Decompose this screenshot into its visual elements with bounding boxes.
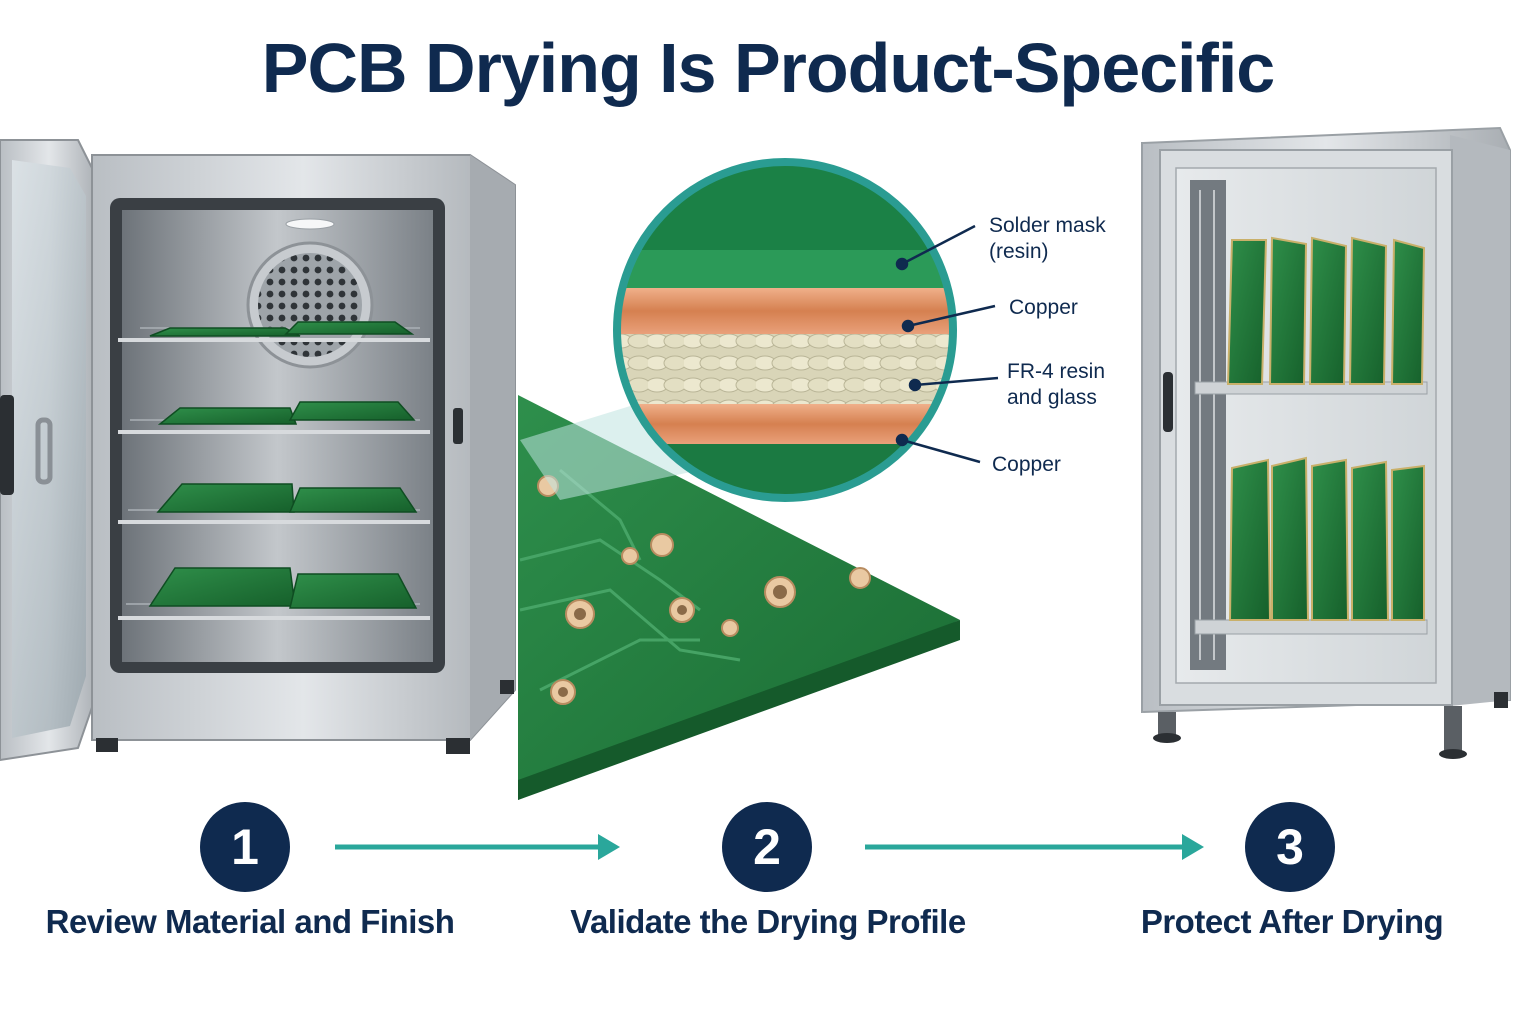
drying-oven (0, 139, 516, 762)
label-copper-top: Copper (1009, 296, 1078, 319)
step-arrow-2 (865, 834, 1204, 860)
storage-cabinet (1141, 126, 1511, 759)
page-title: PCB Drying Is Product-Specific (261, 29, 1275, 107)
pcb-board (518, 395, 960, 800)
step-arrow-1 (335, 834, 620, 860)
step-1-label: Review Material and Finish (45, 903, 455, 940)
step-3-circle: 3 (1245, 802, 1335, 892)
leader-lines (895, 224, 999, 464)
step-2-circle: 2 (722, 802, 812, 892)
label-copper-bottom: Copper (992, 453, 1061, 476)
label-solder-mask: Solder mask (resin) (989, 214, 1106, 263)
step-3-label: Protect After Drying (1140, 903, 1444, 940)
label-fr4: FR-4 resin and glass (1007, 360, 1106, 409)
step-2-label: Validate the Drying Profile (570, 903, 966, 940)
step-1-circle: 1 (200, 802, 290, 892)
